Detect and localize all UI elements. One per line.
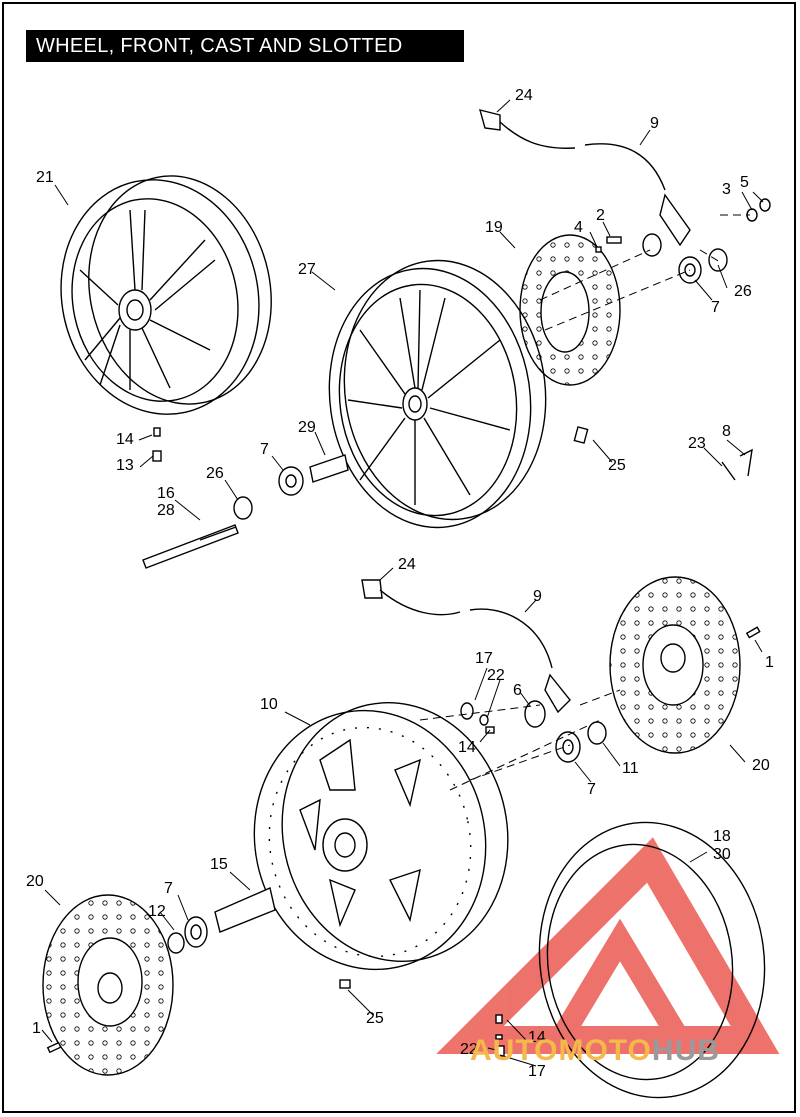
callout-2: 2: [596, 207, 605, 224]
callout-10: 10: [260, 696, 278, 713]
callout-9: 9: [650, 115, 659, 132]
callout-20: 20: [26, 873, 44, 890]
callout-12: 12: [148, 903, 166, 920]
callout-26: 26: [206, 465, 224, 482]
rim-strip-18-30: [538, 821, 766, 1099]
callout-7: 7: [587, 781, 596, 798]
callout-7: 7: [164, 880, 173, 897]
watermark-logo: [436, 837, 780, 1054]
watermark-text-part1: AUTOMOTO: [470, 1034, 652, 1067]
diagram-title-bar: WHEEL, FRONT, CAST AND SLOTTED: [26, 30, 464, 62]
wheel-21: [60, 175, 272, 415]
callout-26: 26: [734, 283, 752, 300]
callout-4: 4: [574, 219, 583, 236]
callout-14: 14: [528, 1029, 546, 1046]
lower-assembly-lines: [419, 689, 621, 791]
callout-7: 7: [711, 299, 720, 316]
callout-29: 29: [298, 419, 316, 436]
callout-6: 6: [513, 682, 522, 699]
callout-17: 17: [475, 650, 493, 667]
callout-17: 17: [528, 1063, 546, 1080]
callout-14: 14: [116, 431, 134, 448]
callout-3: 3: [722, 181, 731, 198]
upper-small-parts: [152, 198, 771, 520]
wheel-10: [253, 702, 509, 971]
wheel-27: [328, 259, 547, 529]
callout-9: 9: [533, 588, 542, 605]
brake-rotor-19: [519, 234, 621, 386]
callout-15: 15: [210, 856, 228, 873]
callout-8: 8: [722, 423, 731, 440]
callout-18: 18: [713, 828, 731, 845]
brake-rotor-20-right: [609, 576, 741, 754]
callout-23: 23: [688, 435, 706, 452]
callout-21: 21: [36, 169, 54, 186]
callout-1: 1: [765, 654, 774, 671]
wheel-speed-sensor-9-lower: [361, 579, 571, 714]
callout-25: 25: [366, 1010, 384, 1027]
callout-1: 1: [32, 1020, 41, 1037]
callout-28: 28: [157, 502, 175, 519]
watermark-text: AUTOMOTOHUB: [470, 1034, 720, 1068]
callout-25: 25: [608, 457, 626, 474]
callout-27: 27: [298, 261, 316, 278]
leader-lines: [41, 99, 764, 1067]
callout-19: 19: [485, 219, 503, 236]
diagram-title: WHEEL, FRONT, CAST AND SLOTTED: [36, 35, 403, 57]
callout-22: 22: [460, 1041, 478, 1058]
callout-16: 16: [157, 485, 175, 502]
lower-small-parts: [46, 626, 761, 1057]
callout-7: 7: [260, 441, 269, 458]
wheel-speed-sensor-9-upper: [479, 109, 691, 247]
axle-28: [142, 524, 239, 569]
callout-14: 14: [458, 739, 476, 756]
callout-11: 11: [622, 760, 639, 777]
callout-24: 24: [515, 87, 533, 104]
watermark-text-part2: HUB: [651, 1034, 720, 1067]
callout-24: 24: [398, 556, 416, 573]
brake-rotor-20-left: [42, 894, 174, 1076]
callout-22: 22: [487, 667, 505, 684]
callout-13: 13: [116, 457, 134, 474]
callout-20: 20: [752, 757, 770, 774]
callout-30: 30: [713, 846, 731, 863]
callout-5: 5: [740, 174, 749, 191]
upper-assembly-lines: [539, 214, 750, 331]
